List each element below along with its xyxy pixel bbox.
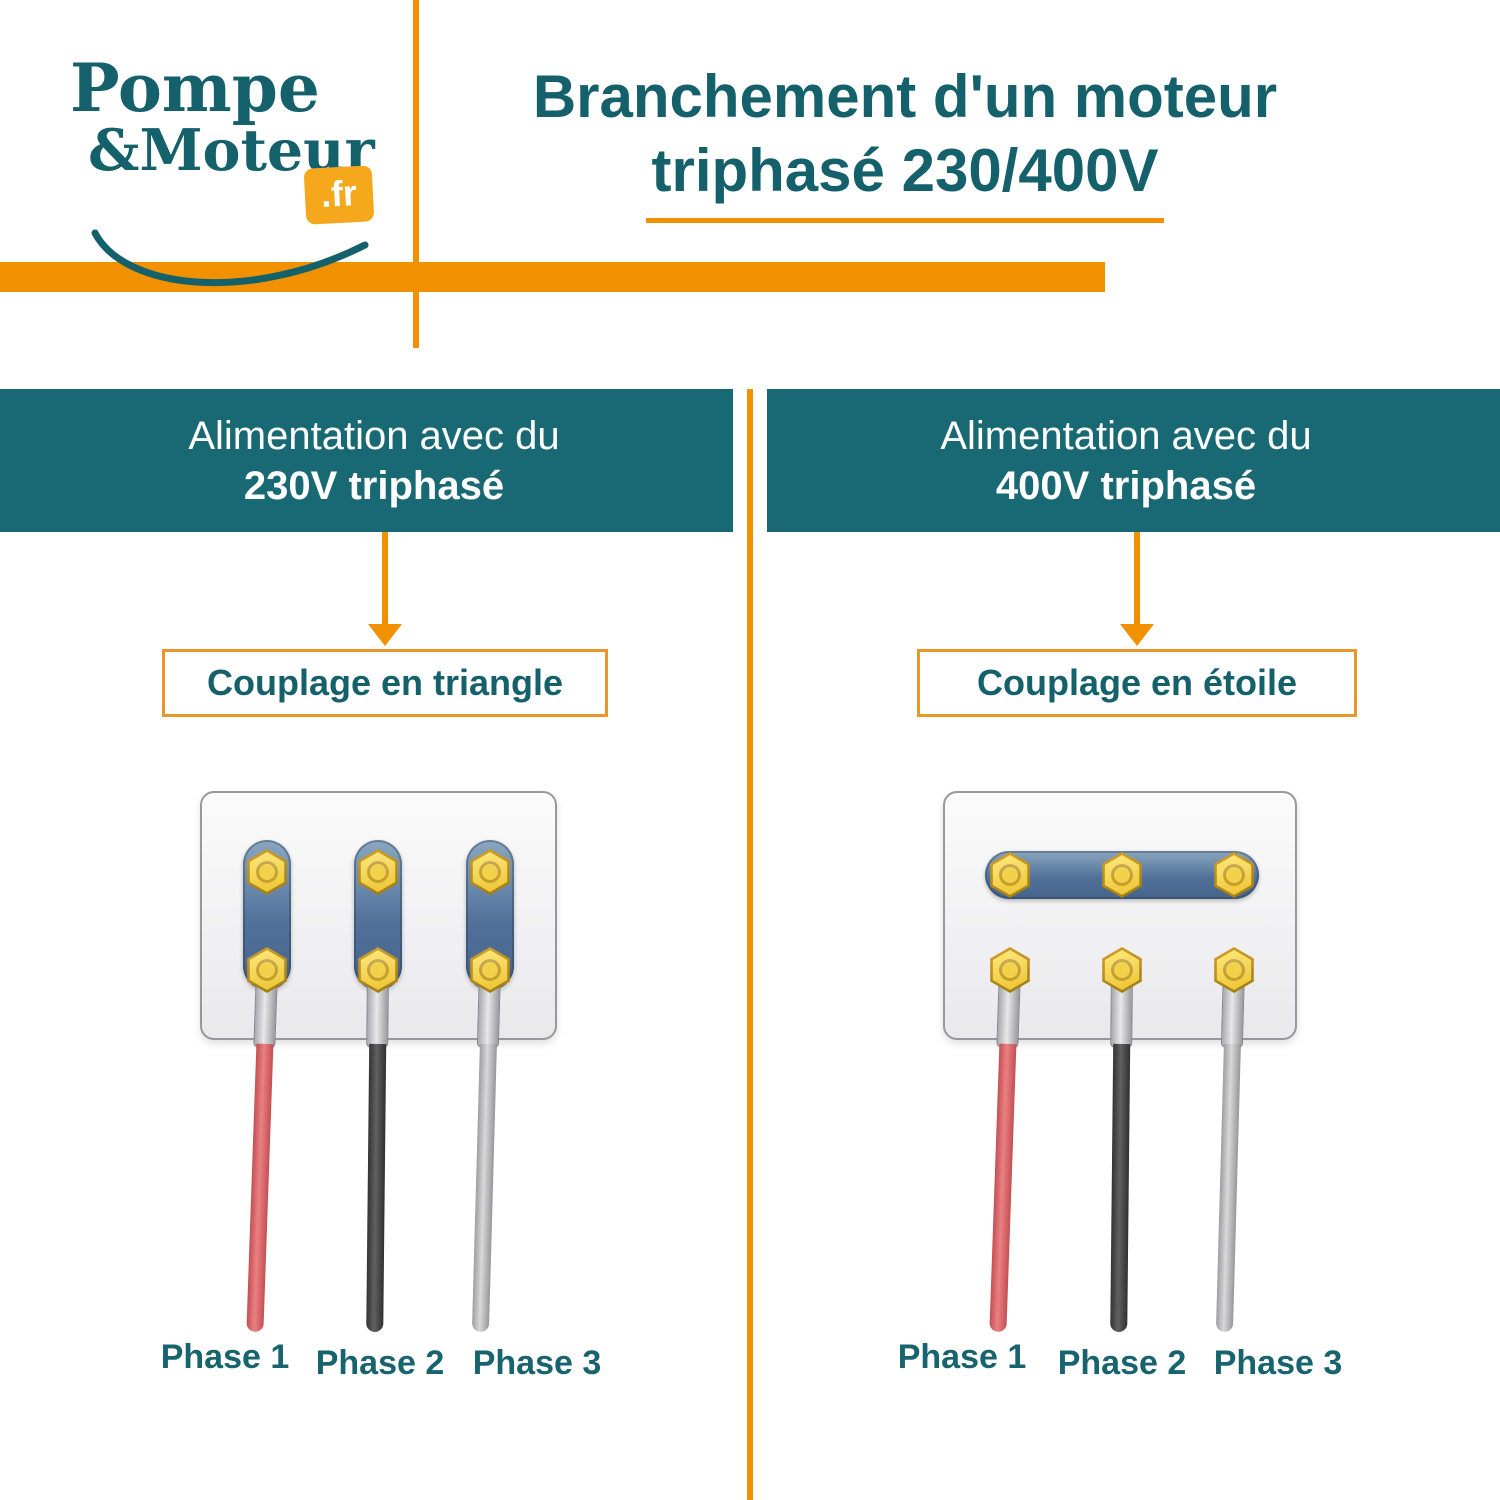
terminal-nut bbox=[1214, 852, 1254, 898]
banner-right-line1: Alimentation avec du bbox=[940, 414, 1312, 458]
banner-right-line2: 400V triphasé bbox=[995, 464, 1257, 508]
coupling-etoile-label: Couplage en étoile bbox=[976, 662, 1298, 703]
wire-red bbox=[245, 1043, 273, 1333]
terminal-box-triangle bbox=[200, 791, 557, 1333]
wire-phase1-right bbox=[986, 969, 1021, 1333]
page-title: Branchement d'un moteur triphasé 230/400… bbox=[430, 60, 1380, 223]
wire-black bbox=[365, 1043, 386, 1333]
wire-phase3-left bbox=[469, 969, 501, 1333]
wire-phase1-left bbox=[243, 969, 278, 1333]
logo: Pompe &Moteur .fr bbox=[70, 49, 410, 287]
terminal-nut bbox=[358, 947, 398, 993]
arrow-right-head bbox=[1120, 624, 1154, 646]
title-line1: Branchement d'un moteur bbox=[532, 63, 1278, 130]
terminal-nut bbox=[470, 849, 510, 895]
phase-label-2-right: Phase 2 bbox=[1057, 1344, 1187, 1382]
coupling-triangle-label: Couplage en triangle bbox=[206, 662, 564, 703]
wire-gray bbox=[1215, 1043, 1241, 1333]
title-line2: triphasé 230/400V bbox=[645, 134, 1165, 223]
wire-black bbox=[1109, 1043, 1130, 1333]
banner-left-line1: Alimentation avec du bbox=[188, 414, 560, 458]
banner-left-230v: Alimentation avec du 230V triphasé bbox=[0, 389, 748, 532]
orange-accent-bar bbox=[0, 262, 1105, 292]
arrow-left-head bbox=[368, 624, 402, 646]
top-divider-line bbox=[413, 0, 419, 348]
terminal-nut bbox=[247, 947, 287, 993]
wire-phase2-right bbox=[1107, 969, 1133, 1333]
terminal-nut bbox=[1102, 947, 1142, 993]
terminal-nut bbox=[1214, 947, 1254, 993]
center-divider-line bbox=[747, 389, 753, 1500]
phase-label-3-left: Phase 3 bbox=[472, 1344, 602, 1382]
wire-phase3-right bbox=[1213, 969, 1245, 1333]
logo-fr-badge: .fr bbox=[303, 165, 375, 225]
terminal-nut bbox=[247, 849, 287, 895]
logo-text-pompe: Pompe bbox=[70, 49, 320, 127]
terminal-nut bbox=[470, 947, 510, 993]
phase-label-3-right: Phase 3 bbox=[1213, 1344, 1343, 1382]
arrow-right-stem bbox=[1134, 532, 1140, 627]
terminal-nut bbox=[1102, 852, 1142, 898]
banner-right-400v: Alimentation avec du 400V triphasé bbox=[752, 389, 1500, 532]
arrow-left-stem bbox=[382, 532, 388, 627]
coupling-box-etoile: Couplage en étoile bbox=[917, 649, 1357, 717]
phase-label-1-right: Phase 1 bbox=[897, 1338, 1027, 1376]
wire-gray bbox=[471, 1043, 497, 1333]
logo-swoosh bbox=[91, 229, 369, 287]
terminal-nut bbox=[990, 947, 1030, 993]
wire-phase2-left bbox=[363, 969, 389, 1333]
terminal-nut bbox=[358, 849, 398, 895]
coupling-box-triangle: Couplage en triangle bbox=[162, 649, 608, 717]
phase-label-1-left: Phase 1 bbox=[160, 1338, 290, 1376]
title-line2-wrap: triphasé 230/400V bbox=[430, 134, 1380, 223]
terminal-nut bbox=[990, 852, 1030, 898]
phase-label-2-left: Phase 2 bbox=[315, 1344, 445, 1382]
wire-red bbox=[988, 1043, 1016, 1333]
banner-left-line2: 230V triphasé bbox=[243, 464, 505, 508]
terminal-box-etoile bbox=[943, 791, 1297, 1333]
